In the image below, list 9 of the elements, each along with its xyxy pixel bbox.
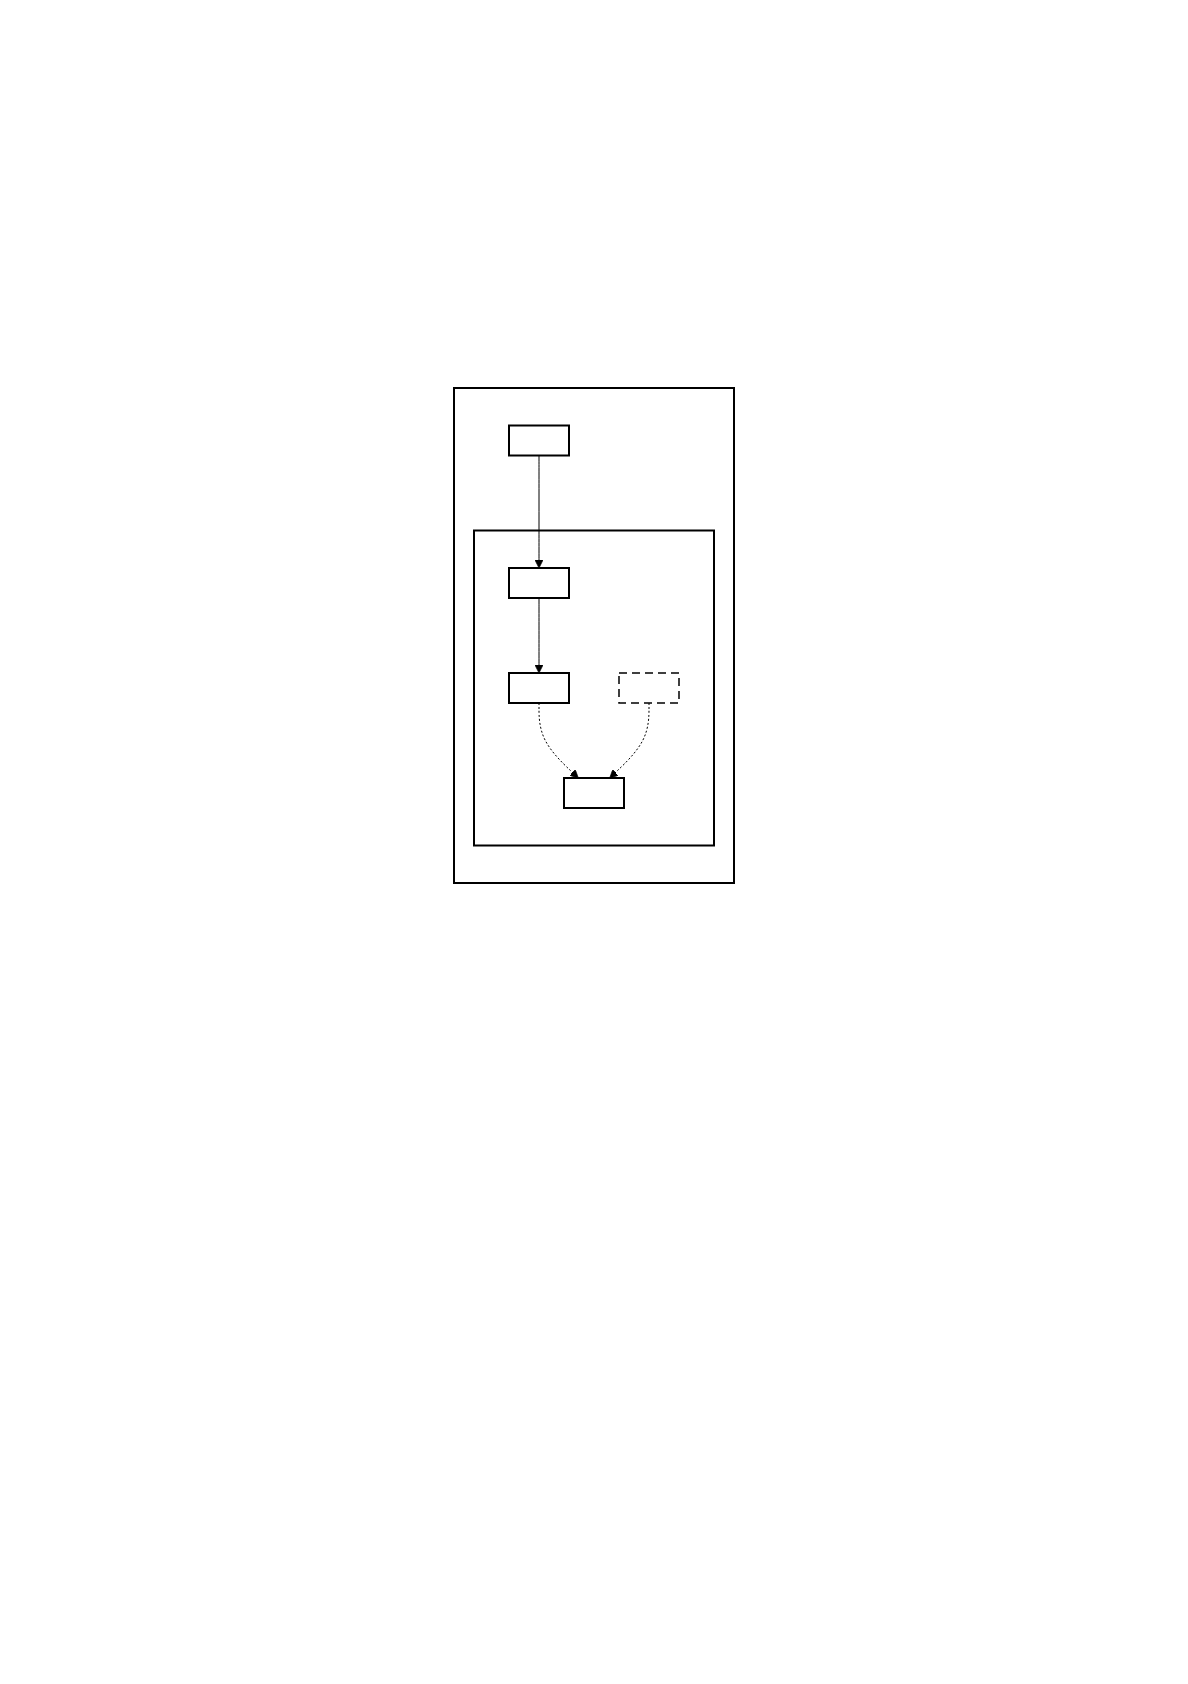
node-box bbox=[508, 567, 570, 599]
node-box bbox=[618, 672, 680, 704]
node-box bbox=[508, 672, 570, 704]
node-box bbox=[563, 777, 625, 809]
cluster bbox=[473, 529, 715, 847]
cluster bbox=[453, 387, 735, 884]
node-box bbox=[508, 424, 570, 457]
arrow bbox=[534, 455, 544, 569]
arrow bbox=[534, 597, 544, 674]
